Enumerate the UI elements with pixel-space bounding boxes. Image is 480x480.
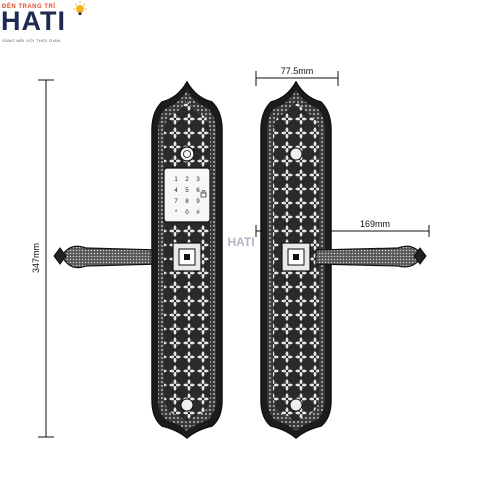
keypad-key[interactable]: 6: [196, 188, 200, 194]
keypad-key[interactable]: 3: [196, 177, 200, 183]
keypad-key[interactable]: 8: [185, 199, 189, 205]
keypad-key[interactable]: 9: [196, 199, 200, 205]
watermark: HATI: [227, 235, 254, 249]
width-label: 77.5mm: [281, 66, 314, 76]
keypad-key[interactable]: #: [196, 210, 200, 216]
handle-label: 169mm: [360, 219, 390, 229]
fingerprint-sensor[interactable]: [179, 146, 195, 162]
keypad-key[interactable]: 4: [174, 188, 178, 194]
keypad-key[interactable]: 1: [174, 177, 178, 183]
brand-logo: ĐÈN TRANG TRÍ HATI SÁNG MÃI VỚI THỜI GIA…: [0, 0, 100, 46]
logo-tagline: ĐÈN TRANG TRÍ: [2, 4, 56, 10]
logo-brand: HATI: [1, 6, 66, 36]
keypad-key[interactable]: 5: [185, 188, 189, 194]
height-label: 347mm: [31, 243, 41, 273]
left-handle: [53, 245, 161, 269]
light-bulb-icon: [73, 1, 87, 15]
keypad-key[interactable]: *: [175, 210, 178, 216]
left-lock-plate: 1 2 3 4 5 6 7 8 9 * 0 #: [53, 80, 223, 440]
width-dimension: 77.5mm: [255, 66, 339, 86]
keypad-key[interactable]: 2: [185, 177, 189, 183]
height-dimension: 347mm: [31, 79, 54, 438]
right-lock-plate: [260, 80, 427, 440]
logo-slogan: SÁNG MÃI VỚI THỜI GIAN: [2, 38, 61, 43]
keypad[interactable]: 1 2 3 4 5 6 7 8 9 * 0 #: [163, 167, 211, 223]
right-handle: [315, 245, 427, 268]
keypad-key[interactable]: 0: [185, 210, 189, 216]
keypad-key[interactable]: 7: [174, 199, 178, 205]
padlock-icon: [200, 190, 207, 198]
